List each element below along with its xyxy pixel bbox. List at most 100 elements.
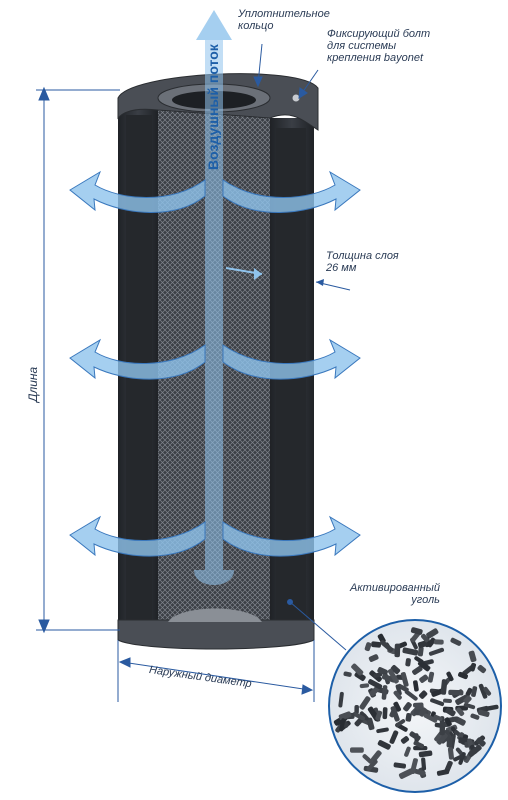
carbon-pellet (376, 727, 389, 734)
carbon-pellet (400, 736, 410, 744)
fixing-bolt (292, 94, 300, 102)
carbon-pellet (387, 668, 399, 684)
carbon-pellet (352, 711, 365, 721)
seal-ring-label: Уплотнительное кольцо (238, 8, 330, 32)
carbon-pellet (417, 646, 424, 657)
airflow-arrow-left-1 (69, 170, 206, 213)
carbon-pellet (418, 750, 433, 758)
carbon-pellet (448, 689, 464, 696)
carbon-pellet (377, 740, 391, 750)
carbon-pellet (404, 689, 418, 701)
carbon-pellet (410, 627, 423, 635)
carbon-pellet (428, 647, 445, 656)
carbon-pellet (343, 671, 352, 677)
airflow-arrow-right-2 (222, 338, 361, 380)
activated-carbon-inset (328, 619, 502, 793)
airflow-arrow-left-2 (69, 338, 206, 380)
carbon-pellet (446, 671, 454, 682)
air-flow-label: Воздушный поток (205, 44, 221, 170)
carbon-pellet (463, 702, 476, 710)
carbon-pellet (430, 698, 445, 707)
layer-thickness-indicator (225, 267, 351, 291)
carbon-pellet (339, 718, 346, 732)
carbon-pellet (354, 704, 359, 714)
carbon-pellets (333, 627, 499, 779)
carbon-pellet (405, 713, 412, 722)
carbon-pellet (390, 665, 401, 675)
carbon-pellet (354, 671, 366, 681)
carbon-pellet (410, 631, 421, 643)
carbon-pellet (421, 757, 427, 771)
bottom-dome (168, 608, 262, 622)
carbon-pellet (471, 686, 478, 697)
carbon-pellet (470, 713, 480, 720)
carbon-pellet (402, 647, 419, 656)
carbon-pellet (398, 768, 414, 779)
airflow-arrow-right-1 (222, 170, 361, 213)
annotation-leaders (253, 43, 347, 651)
diameter-dimension (117, 640, 315, 702)
carbon-pellet (455, 694, 469, 705)
carbon-pellet (445, 707, 456, 717)
activated-carbon-label: Активированный уголь (350, 582, 440, 606)
bolt-label-line3: крепления bayonet (327, 52, 424, 64)
carbon-pellet (439, 721, 446, 736)
carbon-pellet (371, 641, 382, 648)
carbon-pellet (426, 628, 439, 639)
carbon-pellet (350, 747, 364, 753)
carbon-pellet (417, 640, 428, 648)
carbon-pellet (405, 658, 411, 667)
carbon-pellet (478, 709, 490, 717)
carbon-pellet (477, 664, 487, 674)
carbon-pellet (450, 637, 462, 646)
carbon-pellet (413, 746, 428, 751)
carbon-pellet (366, 759, 378, 772)
carbon-pellet (390, 706, 400, 722)
carbon-pellet (395, 719, 406, 728)
carbon-pellet (412, 702, 424, 708)
carbon-pellet (366, 717, 375, 731)
carbon-pellet (380, 640, 394, 652)
bolt-label-line2: для системы (327, 40, 397, 52)
length-dimension (36, 86, 120, 634)
carbon-pellet (456, 707, 465, 717)
carbon-pellet (413, 680, 419, 692)
carbon-leader (289, 601, 347, 651)
carbon-pellet (359, 711, 369, 721)
carbon-pellet (403, 702, 412, 712)
carbon-pellet (423, 713, 438, 723)
carbon-pellet (444, 717, 452, 727)
carbon-pellet (397, 683, 409, 693)
carbon-pellet (412, 768, 426, 776)
airflow-arrow-right-3 (222, 515, 361, 557)
layer-thickness-label-line1: Толщина слоя (326, 250, 399, 262)
carbon-pellet (458, 752, 466, 765)
bolt-label-line1: Фиксирующий болт (327, 28, 431, 40)
layer-thickness-label-line2: 26 мм (326, 262, 357, 274)
carbon-pellet (393, 701, 402, 712)
activated-carbon-label-line1: Активированный (350, 582, 440, 594)
carbon-pellet (375, 710, 383, 721)
carbon-pellet (393, 762, 407, 769)
carbon-pellet (418, 707, 428, 717)
carbon-pellet (483, 686, 492, 696)
carbon-pellet (453, 754, 464, 762)
carbon-pellet (393, 690, 402, 700)
carbon-pellet (465, 687, 473, 697)
carbon-pellet (373, 672, 383, 678)
carbon-pellet (433, 639, 444, 645)
carbon-pellet (468, 744, 482, 757)
carbon-pellet (410, 758, 418, 774)
carbon-pellet (338, 691, 344, 708)
carbon-pellet (440, 679, 448, 695)
carbon-pellet (351, 663, 364, 676)
carbon-pellet (338, 711, 352, 721)
carbon-pellet (395, 684, 402, 696)
carbon-pellet (427, 671, 435, 683)
carbon-pellet (463, 695, 472, 704)
carbon-pellet (368, 654, 379, 662)
carbon-pellet (409, 731, 421, 741)
carbon-pellet (413, 740, 425, 749)
carbon-pellet (468, 650, 477, 663)
